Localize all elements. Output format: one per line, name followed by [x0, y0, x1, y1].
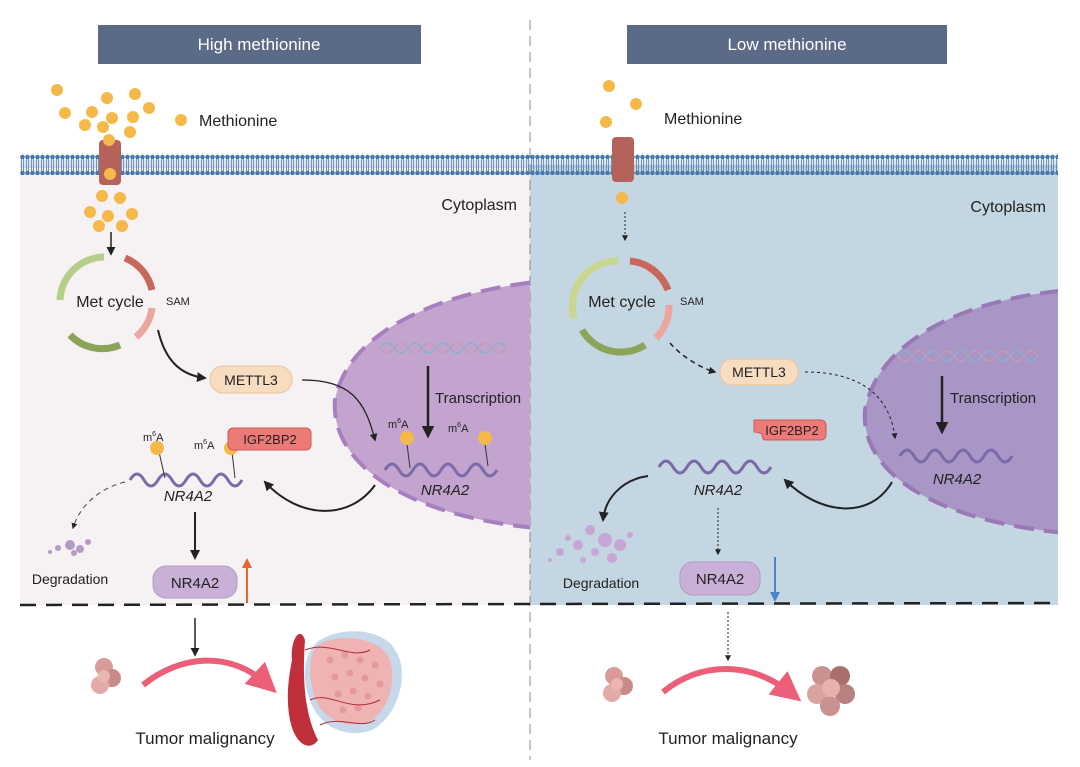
- high-protein-label: NR4A2: [171, 575, 219, 592]
- low-degradation-arrow: [598, 475, 649, 522]
- low-met-cycle-label: Met cycle: [588, 294, 656, 311]
- low-mrna-label: NR4A2: [694, 482, 743, 499]
- high-dna-helix: [379, 342, 507, 354]
- low-met-cycle: [568, 257, 673, 356]
- high-met-cycle-label: Met cycle: [76, 294, 144, 311]
- low-nucleus: [862, 289, 1058, 535]
- low-cytoplasm-label: Cytoplasm: [970, 199, 1046, 216]
- low-nuclear-mrna: [898, 448, 1014, 464]
- high-m6a-label: m6A: [143, 431, 164, 444]
- high-nuclear-mrna: [383, 462, 499, 478]
- high-m6a-dot: [150, 441, 164, 455]
- high-m6a-label: m6A: [194, 439, 215, 452]
- high-degradation-label: Degradation: [32, 571, 108, 587]
- high-header: [98, 25, 421, 64]
- high-malignant-tumor-icon: [287, 631, 402, 746]
- low-igf2bp2-label: IGF2BP2: [765, 423, 818, 438]
- low-outcome-label: Tumor malignancy: [658, 729, 798, 748]
- high-cytoplasm-label: Cytoplasm: [441, 197, 517, 214]
- low-header: [627, 25, 947, 64]
- low-mettl3-label: METTL3: [732, 364, 786, 380]
- low-igf2bp2-box: [753, 419, 827, 441]
- low-export-arrow: [783, 478, 893, 510]
- high-mrna-label: NR4A2: [164, 488, 213, 505]
- low-methionine-label: Methionine: [664, 111, 742, 128]
- high-cytoplasmic-mrna: [128, 472, 244, 488]
- low-degradation-fragments: [548, 525, 633, 563]
- low-nuclear-mrna-label: NR4A2: [933, 471, 982, 488]
- high-sam-to-mettl3-arrow: [157, 329, 207, 383]
- high-degradation-fragments: [48, 539, 91, 556]
- high-nuclear-mrna-label: NR4A2: [421, 482, 470, 499]
- cell-membrane: [20, 153, 1058, 175]
- high-methionine-legend-dot: [175, 114, 187, 126]
- high-progression-arrow: [141, 657, 277, 694]
- low-protein-box: [679, 561, 761, 596]
- low-transcription-label: Transcription: [950, 390, 1036, 407]
- low-sam-to-mettl3-arrow: [669, 342, 717, 375]
- cell-boundary-line: [19, 601, 1059, 607]
- high-sam-label: SAM: [166, 296, 190, 308]
- high-small-tumor-icon: [91, 658, 121, 694]
- low-mettl3-box: [719, 358, 799, 386]
- low-methionine-dots: [600, 80, 642, 204]
- high-nuclear-m6a-dot: [478, 431, 492, 445]
- low-progression-arrow: [661, 666, 802, 702]
- low-small-tumor-icon: [603, 667, 633, 702]
- low-degradation-label: Degradation: [563, 575, 639, 591]
- high-outcome-label: Tumor malignancy: [135, 729, 275, 748]
- low-protein-label: NR4A2: [696, 571, 744, 588]
- high-mettl3-label: METTL3: [224, 372, 278, 388]
- low-header-title: Low methionine: [727, 35, 846, 54]
- high-protein-box: [152, 565, 238, 599]
- high-transcription-label: Transcription: [435, 390, 521, 407]
- high-nuclear-m6a-dot: [400, 431, 414, 445]
- high-mettl3-to-nucleus-arrow: [301, 379, 378, 442]
- high-export-arrow: [263, 480, 376, 512]
- high-igf2bp2-box: [227, 427, 312, 451]
- low-transporter-channel: [612, 137, 634, 182]
- high-met-cycle: [56, 253, 156, 353]
- low-dna-helix: [897, 350, 1039, 362]
- high-methionine-dots: [51, 84, 155, 232]
- low-sam-label: SAM: [680, 296, 704, 308]
- low-mettl3-to-nucleus-arrow: [804, 371, 898, 440]
- high-degradation-arrow: [71, 481, 126, 530]
- high-mettl3-box: [209, 365, 293, 394]
- high-header-title: High methionine: [198, 35, 321, 54]
- low-cytoplasmic-mrna: [657, 459, 773, 475]
- high-igf2bp2-label: IGF2BP2: [243, 432, 296, 447]
- high-nuclear-m6a-label: m6A: [388, 418, 409, 431]
- high-nuclear-m6a-label: m6A: [448, 422, 469, 435]
- low-tumor-icon: [807, 666, 855, 716]
- high-methionine-label: Methionine: [199, 113, 277, 130]
